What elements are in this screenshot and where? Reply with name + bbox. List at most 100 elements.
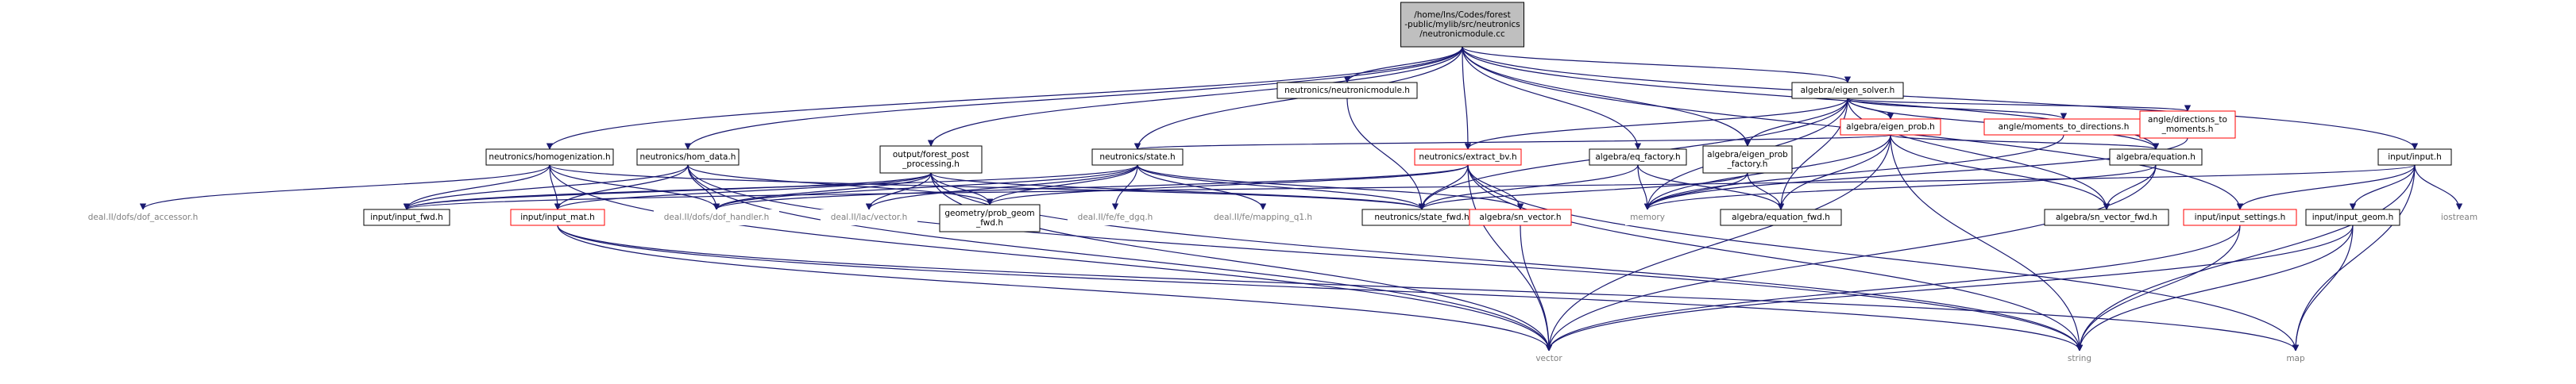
edge-root-to-eigen_prob_factory (1462, 46, 1751, 147)
node-eigen-prob[interactable]: algebra/eigen_prob.h (1840, 118, 1941, 136)
node-neutronicmodule-h[interactable]: neutronics/neutronicmodule.h (1276, 82, 1418, 99)
edge-state_h-to-state_fwd (1137, 164, 1426, 210)
edge-eigen_prob-to-equation_h (1890, 134, 2159, 150)
node-box (1400, 2, 1524, 48)
node-homogenization[interactable]: neutronics/homogenization.h (485, 148, 614, 166)
edge-input_settings-to-string (2076, 225, 2241, 351)
node-forest-post[interactable]: output/forest_post_processing.h (879, 145, 983, 174)
node-eq-factory[interactable]: algebra/eq_factory.h (1589, 148, 1687, 166)
node-box (79, 209, 207, 225)
node-eigen-prob-factory[interactable]: algebra/eigen_prob_factory.h (1702, 145, 1793, 174)
edge-extract_bv-to-dof_handler (713, 164, 1469, 210)
node-sn-vector-fwd[interactable]: algebra/sn_vector_fwd.h (2044, 209, 2169, 226)
node-box (1791, 82, 1904, 99)
edge-forest_post-to-state_fwd (930, 172, 1425, 210)
node-label: neutronics/state.h (1099, 152, 1175, 162)
node-extract-bv[interactable]: neutronics/extract_bv.h (1414, 148, 1522, 166)
node-input-settings[interactable]: input/input_settings.h (2183, 209, 2297, 226)
node-state-fwd[interactable]: neutronics/state_fwd.h (1361, 209, 1482, 226)
edge-input_h-to-map (2292, 164, 2416, 351)
edge-state_h-to-mapping_q1 (1137, 164, 1267, 210)
node-label: deal.II/dofs/dof_handler.h (664, 213, 770, 222)
node-box (2377, 148, 2452, 166)
node-input-fwd[interactable]: input/input_fwd.h (363, 209, 450, 226)
node-label: neutronics/extract_bv.h (1419, 152, 1516, 162)
edge-root-to-extract_bv (1462, 46, 1472, 150)
node-label: algebra/sn_vector_fwd.h (2056, 213, 2157, 222)
node-label: map (2286, 354, 2305, 363)
node-label: deal.II/fe/fe_dgq.h (1078, 213, 1153, 222)
edge-homogenization-to-state_fwd (549, 164, 1425, 210)
edge-input_mat-to-string (557, 225, 2084, 351)
node-label: geometry/prob_geom (944, 209, 1034, 218)
node-equation-h[interactable]: algebra/equation.h (2109, 148, 2203, 166)
node-box (1068, 209, 1163, 225)
edge-homogenization-to-vector (549, 164, 1553, 351)
node-dof-handler: deal.II/dofs/dof_handler.h (654, 209, 779, 225)
node-box (1840, 118, 1941, 136)
node-equation-fwd[interactable]: algebra/equation_fwd.h (1720, 209, 1842, 226)
edge-eigen_solver-to-equation_fwd (1777, 98, 1848, 210)
edge-input_h-to-input_settings (2236, 164, 2416, 210)
node-input-mat[interactable]: input/input_mat.h (510, 209, 605, 226)
edge-eigen_prob-to-sn_vector_fwd (1890, 134, 2111, 210)
node-moments-to-dir[interactable]: angle/moments_to_directions.h (1983, 118, 2144, 136)
node-hom-data[interactable]: neutronics/hom_data.h (636, 148, 740, 166)
edge-hom_data-to-string (687, 164, 2084, 351)
node-box (2278, 351, 2313, 367)
edge-root-to-eq_factory (1462, 46, 1642, 150)
edge-extract_bv-to-state_fwd (1418, 164, 1469, 210)
node-label: _moments.h (2161, 125, 2214, 134)
node-box (939, 204, 1041, 232)
node-label: /neutronicmodule.cc (1419, 29, 1505, 39)
node-input-geom[interactable]: input/input_geom.h (2305, 209, 2400, 226)
edge-forest_post-to-string (930, 172, 2084, 351)
edge-equation_h-to-memory (1643, 164, 2157, 210)
edge-input_geom-to-vector (1545, 225, 2354, 351)
node-label: neutronics/state_fwd.h (1374, 213, 1469, 222)
edge-root-to-forest_post (927, 46, 1463, 147)
edge-eigen_prob-to-string (1890, 134, 2084, 351)
edge-eigen_prob-to-vector (1545, 134, 1891, 351)
edge-eigen_solver-to-extract_bv (1464, 98, 1848, 150)
node-label: deal.II/dofs/dof_accessor.h (88, 213, 199, 222)
node-state-h[interactable]: neutronics/state.h (1091, 148, 1184, 166)
edge-input_mat-to-map (557, 225, 2299, 351)
node-prob-geom-fwd[interactable]: geometry/prob_geom_fwd.h (939, 204, 1041, 232)
edge-forest_post-to-dof_handler (713, 172, 932, 210)
node-label: neutronics/neutronicmodule.h (1284, 86, 1410, 95)
node-input-h[interactable]: input/input.h (2377, 148, 2452, 166)
edge-forest_post-to-vector (930, 172, 1553, 351)
edge-moments_to_dir-to-memory (1643, 134, 2064, 210)
node-label: _factory.h (1727, 159, 1768, 169)
node-box (2044, 209, 2169, 226)
node-root[interactable]: /home/lns/Codes/forest-public/mylib/src/… (1400, 2, 1524, 48)
edge-input_mat-to-vector (557, 225, 1553, 351)
node-label: input/input_mat.h (520, 213, 595, 222)
node-box (1589, 148, 1687, 166)
edge-eigen_solver-to-dir_to_moments (1847, 98, 2191, 112)
edge-neutronicmodule_h-to-state_fwd (1346, 98, 1426, 210)
node-box (510, 209, 605, 226)
node-string: string (2059, 351, 2100, 367)
node-box (654, 209, 779, 225)
node-eigen-solver[interactable]: algebra/eigen_solver.h (1791, 82, 1904, 99)
edge-state_h-to-prob_geom_fwd (986, 164, 1138, 205)
edge-homogenization-to-dof_handler (549, 164, 720, 210)
node-fe-dgq: deal.II/fe/fe_dgq.h (1068, 209, 1163, 225)
edge-eigen_solver-to-moments_to_dir (1847, 98, 2068, 120)
edge-input_h-to-string (2076, 164, 2416, 351)
node-label: algebra/equation_fwd.h (1732, 213, 1830, 222)
node-label: iostream (2441, 213, 2478, 222)
edges-layer (139, 46, 2463, 351)
node-label: angle/directions_to (2148, 115, 2227, 125)
node-box (1091, 148, 1184, 166)
node-label: string (2068, 354, 2091, 363)
node-sn-vector[interactable]: algebra/sn_vector.h (1469, 209, 1572, 226)
node-label: memory (1630, 213, 1665, 222)
edge-state_h-to-input_fwd (404, 164, 1138, 210)
node-dir-to-moments[interactable]: angle/directions_to_moments.h (2139, 110, 2236, 139)
edge-state_h-to-fe_dgq (1111, 164, 1138, 210)
node-box (1702, 145, 1793, 174)
